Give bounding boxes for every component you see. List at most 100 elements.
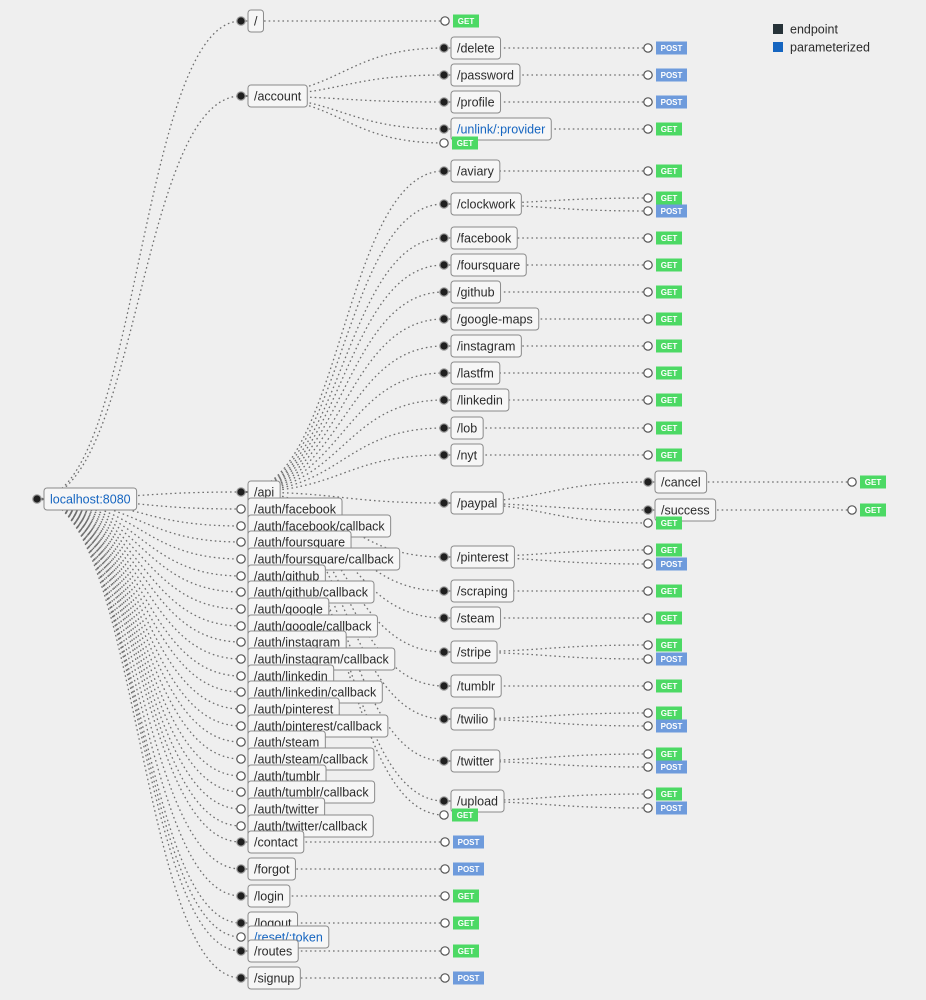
method-badge-text: GET xyxy=(661,750,678,759)
route-node-api_facebook[interactable]: /facebook xyxy=(439,226,518,250)
node-dot xyxy=(236,721,246,731)
method-leaf-api_gmaps[interactable]: GET xyxy=(643,312,682,326)
node-label: /auth/pinterest/callback xyxy=(254,720,383,734)
node-dot xyxy=(439,260,449,270)
method-leaf-logout[interactable]: GET xyxy=(440,916,479,930)
method-leaf-api[interactable]: GET xyxy=(439,808,478,822)
legend-swatch-endpoint xyxy=(773,24,783,34)
method-leaf-api_paypal[interactable]: GET xyxy=(643,516,682,530)
method-leaf-routes[interactable]: GET xyxy=(440,944,479,958)
node-box xyxy=(450,280,502,304)
method-leaf-pp_cancel[interactable]: GET xyxy=(847,475,886,489)
route-node-forgot[interactable]: /forgot xyxy=(236,857,296,881)
route-node-api_aviary[interactable]: /aviary xyxy=(439,159,501,183)
method-leaf-api_scraping[interactable]: GET xyxy=(643,584,682,598)
node-label: /stripe xyxy=(457,646,491,660)
route-node-api_twilio[interactable]: /twilio xyxy=(439,707,495,731)
route-node-contact[interactable]: /contact xyxy=(236,830,305,854)
route-node-api_pinterest[interactable]: /pinterest xyxy=(439,545,515,569)
route-node-acc_unlink[interactable]: /unlink/:provider xyxy=(439,117,552,141)
method-leaf-forgot[interactable]: POST xyxy=(440,862,484,876)
method-leaf-contact[interactable]: POST xyxy=(440,835,484,849)
route-node-login[interactable]: /login xyxy=(236,884,291,908)
route-node-api_steam[interactable]: /steam xyxy=(439,606,502,630)
method-leaf-api_stripe[interactable]: POST xyxy=(643,652,687,666)
method-leaf-api_steam[interactable]: GET xyxy=(643,611,682,625)
method-leaf-api_github[interactable]: GET xyxy=(643,285,682,299)
route-node-api_github[interactable]: /github xyxy=(439,280,502,304)
route-node-acc_delete[interactable]: /delete xyxy=(439,36,502,60)
method-leaf-api_twilio[interactable]: POST xyxy=(643,719,687,733)
method-leaf-api_stripe[interactable]: GET xyxy=(643,638,682,652)
method-dot xyxy=(643,368,653,378)
method-leaf-api_upload[interactable]: GET xyxy=(643,787,682,801)
method-leaf-acc_delete[interactable]: POST xyxy=(643,41,687,55)
node-box xyxy=(654,498,717,522)
method-leaf-api_nyt[interactable]: GET xyxy=(643,448,682,462)
method-leaf-api_pinterest[interactable]: GET xyxy=(643,543,682,557)
node-label: /upload xyxy=(457,795,498,809)
route-node-root[interactable]: localhost:8080 xyxy=(32,487,138,511)
method-badge-text: GET xyxy=(661,261,678,270)
route-node-api_stripe[interactable]: /stripe xyxy=(439,640,498,664)
method-leaf-login[interactable]: GET xyxy=(440,889,479,903)
node-dot xyxy=(439,287,449,297)
method-leaf-api_foursquare[interactable]: GET xyxy=(643,258,682,272)
method-leaf-api_tumblr[interactable]: GET xyxy=(643,679,682,693)
method-leaf-api_pinterest[interactable]: POST xyxy=(643,557,687,571)
route-node-pp_cancel[interactable]: /cancel xyxy=(643,470,708,494)
route-node-account[interactable]: /account xyxy=(236,84,308,108)
route-node-slash[interactable]: / xyxy=(236,9,264,33)
method-leaf-acc_unlink[interactable]: GET xyxy=(643,122,682,136)
route-node-api_nyt[interactable]: /nyt xyxy=(439,443,484,467)
method-leaf-api_lastfm[interactable]: GET xyxy=(643,366,682,380)
route-node-api_instagram[interactable]: /instagram xyxy=(439,334,522,358)
method-leaf-signup[interactable]: POST xyxy=(440,971,484,985)
route-node-api_twitter[interactable]: /twitter xyxy=(439,749,501,773)
route-node-routes[interactable]: /routes xyxy=(236,939,299,963)
edge-logout xyxy=(36,498,242,924)
route-node-api_lastfm[interactable]: /lastfm xyxy=(439,361,501,385)
method-leaf-api_twilio[interactable]: GET xyxy=(643,706,682,720)
node-label: /profile xyxy=(457,96,495,110)
method-leaf-api_clockwork[interactable]: POST xyxy=(643,204,687,218)
method-leaf-api_lob[interactable]: GET xyxy=(643,421,682,435)
route-node-api_gmaps[interactable]: /google-maps xyxy=(439,307,540,331)
route-node-acc_profile[interactable]: /profile xyxy=(439,90,502,114)
method-leaf-slash[interactable]: GET xyxy=(440,14,479,28)
method-leaf-api_linkedin[interactable]: GET xyxy=(643,393,682,407)
node-label: /auth/facebook/callback xyxy=(254,520,385,534)
route-node-acc_password[interactable]: /password xyxy=(439,63,521,87)
method-leaf-account[interactable]: GET xyxy=(439,136,478,150)
route-node-api_linkedin[interactable]: /linkedin xyxy=(439,388,510,412)
node-label: /auth/twitter xyxy=(254,803,319,817)
route-node-api_tumblr[interactable]: /tumblr xyxy=(439,674,502,698)
method-dot xyxy=(643,708,653,718)
node-label: /steam xyxy=(457,612,495,626)
method-leaf-pp_success[interactable]: GET xyxy=(847,503,886,517)
node-label: /github xyxy=(457,286,495,300)
route-node-api_scraping[interactable]: /scraping xyxy=(439,579,515,603)
node-dot xyxy=(439,756,449,766)
method-leaf-api_aviary[interactable]: GET xyxy=(643,164,682,178)
route-node-api_lob[interactable]: /lob xyxy=(439,416,484,440)
node-dot xyxy=(439,341,449,351)
method-leaf-api_twitter[interactable]: POST xyxy=(643,760,687,774)
method-leaf-api_twitter[interactable]: GET xyxy=(643,747,682,761)
node-dot xyxy=(439,423,449,433)
route-node-api_foursquare[interactable]: /foursquare xyxy=(439,253,527,277)
method-leaf-api_clockwork[interactable]: GET xyxy=(643,191,682,205)
node-label: /login xyxy=(254,890,284,904)
route-node-api_clockwork[interactable]: /clockwork xyxy=(439,192,522,216)
method-leaf-acc_password[interactable]: POST xyxy=(643,68,687,82)
route-node-signup[interactable]: /signup xyxy=(236,966,301,990)
node-label: /contact xyxy=(254,836,298,850)
method-leaf-api_facebook[interactable]: GET xyxy=(643,231,682,245)
edge-contact xyxy=(36,498,242,843)
method-leaf-acc_profile[interactable]: POST xyxy=(643,95,687,109)
method-leaf-api_instagram[interactable]: GET xyxy=(643,339,682,353)
method-leaf-api_upload[interactable]: POST xyxy=(643,801,687,815)
route-node-api_paypal[interactable]: /paypal xyxy=(439,491,504,515)
route-node-pp_success[interactable]: /success xyxy=(643,498,717,522)
